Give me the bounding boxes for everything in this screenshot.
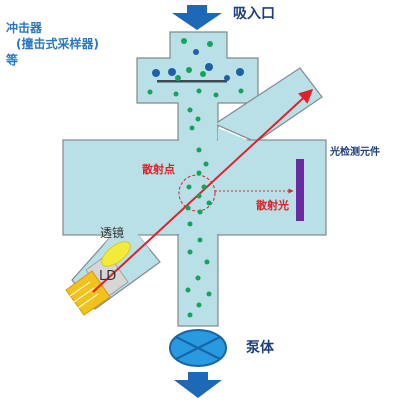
- laser-beam: [92, 89, 314, 293]
- small-particle: [203, 161, 209, 167]
- small-particle: [196, 88, 202, 94]
- impactor-label-line3: 等: [6, 53, 19, 67]
- small-particle: [147, 89, 153, 95]
- small-particle: [201, 184, 207, 190]
- photodetector: [296, 159, 304, 221]
- inlet-label: 吸入口: [233, 6, 275, 22]
- small-particle: [185, 287, 191, 293]
- small-particle: [187, 312, 193, 318]
- scattered-light-label: 散射光: [256, 199, 289, 212]
- small-particle: [187, 107, 193, 113]
- small-particle: [173, 91, 179, 97]
- impactor-label-line2: (撞击式采样器): [16, 37, 99, 51]
- pump-label: 泵体: [246, 340, 274, 356]
- small-particle: [207, 41, 213, 47]
- small-particle: [196, 170, 202, 176]
- small-particle: [186, 184, 192, 190]
- small-particle: [204, 259, 210, 265]
- pump-icon: [169, 329, 227, 367]
- detector-label: 光检测元件: [330, 147, 380, 158]
- small-particle: [187, 249, 193, 255]
- small-particle: [195, 275, 201, 281]
- large-particle: [236, 68, 244, 76]
- small-particle: [196, 147, 202, 153]
- small-particle: [197, 209, 203, 215]
- ld-label: LD: [99, 269, 117, 284]
- small-particle: [187, 221, 193, 227]
- large-particle: [168, 68, 176, 76]
- small-particle: [200, 71, 206, 77]
- small-particle: [196, 193, 202, 199]
- small-particle: [206, 200, 212, 206]
- lens-label: 透镜: [100, 226, 125, 240]
- outlet-arrow: [174, 372, 222, 398]
- impactor-label-line1: 冲击器: [6, 21, 43, 35]
- laser-trap-arm: [213, 67, 323, 143]
- small-particle: [185, 205, 191, 211]
- scatter-point-circle: [178, 174, 216, 212]
- large-particle: [152, 69, 160, 77]
- impactor-plate: [157, 80, 227, 83]
- particles: [147, 38, 244, 318]
- large-particle: [205, 63, 213, 71]
- scatter-point-label: 散射点: [142, 163, 175, 176]
- small-particle: [196, 302, 202, 308]
- small-particle: [186, 67, 192, 73]
- small-particle: [238, 88, 244, 94]
- small-particle: [181, 38, 187, 44]
- large-particle: [224, 75, 230, 81]
- small-particle: [195, 116, 201, 122]
- lens: [101, 241, 131, 267]
- small-particle: [213, 92, 219, 98]
- small-particle: [206, 291, 212, 297]
- small-particle: [175, 75, 181, 81]
- large-particle: [193, 49, 199, 55]
- ld-module: [65, 253, 129, 316]
- inlet-arrow: [172, 5, 222, 30]
- small-particle: [189, 125, 195, 131]
- small-particle: [197, 237, 203, 243]
